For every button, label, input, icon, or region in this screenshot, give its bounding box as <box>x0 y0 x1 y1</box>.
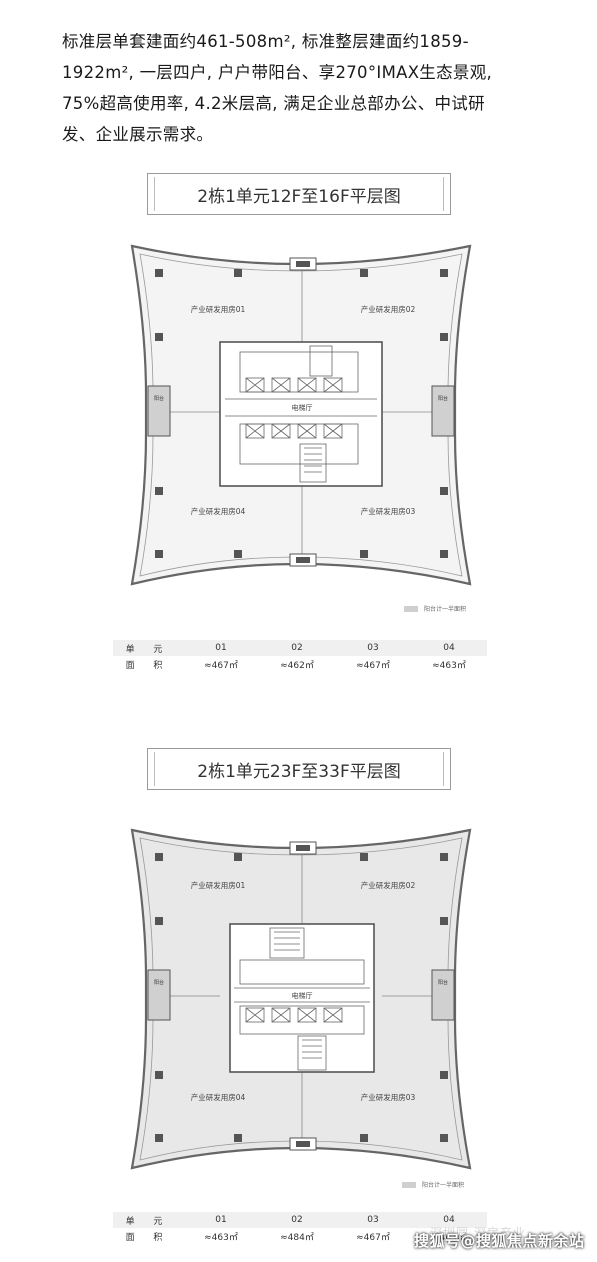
plan2-legend: 阳台计一半面积 <box>402 1180 464 1189</box>
table-area: ≈467㎡ <box>356 660 390 671</box>
intro-line-4: 发、企业展示需求。 <box>62 125 214 144</box>
plan1-legend-text: 阳台计一半面积 <box>424 606 467 613</box>
table-header-label: 单 元 <box>125 1216 171 1227</box>
plan1-legend: 阳台计一半面积 <box>404 604 466 613</box>
intro-line-1: 标准层单套建面约461-508m², 标准整层建面约1859- <box>62 32 469 51</box>
table-unit: 02 <box>291 1215 303 1225</box>
table-row: 面 积 ≈463㎡ ≈484㎡ ≈467㎡ ≈463㎡ <box>113 1228 487 1244</box>
table-area-label: 面 积 <box>125 1232 171 1243</box>
plan1-room-04: 产业研发用房04 <box>191 506 246 516</box>
table-area: ≈467㎡ <box>204 660 238 671</box>
floor-plan-1: 产业研发用房01 产业研发用房02 产业研发用房03 产业研发用房04 电梯厅 … <box>130 244 472 586</box>
plan-title-1-text: 2栋1单元12F至16F平层图 <box>197 186 401 207</box>
faded-watermark: 深圳圆 深房产业 <box>430 1226 526 1240</box>
plan2-room-04: 产业研发用房04 <box>191 1092 246 1102</box>
plan1-balcony-right: 阳台 <box>438 395 448 402</box>
table-unit: 04 <box>443 1215 455 1225</box>
legend-swatch <box>404 605 418 612</box>
intro-line-2: 1922m², 一层四户, 户户带阳台、享270°IMAX生态景观, <box>62 63 493 82</box>
table-row: 面 积 ≈467㎡ ≈462㎡ ≈467㎡ ≈463㎡ <box>113 656 487 672</box>
table-area-label: 面 积 <box>125 660 171 671</box>
plan-title-1: 2栋1单元12F至16F平层图 <box>147 173 451 215</box>
table-unit: 04 <box>443 643 455 653</box>
plan1-room-01: 产业研发用房01 <box>191 304 246 314</box>
plan-title-2: 2栋1单元23F至33F平层图 <box>147 748 451 790</box>
plan2-area-table: 单 元 01 02 03 04 面 积 ≈463㎡ ≈484㎡ ≈467㎡ ≈4… <box>113 1212 487 1244</box>
table-unit: 01 <box>215 643 227 653</box>
table-unit: 01 <box>215 1215 227 1225</box>
table-unit: 03 <box>367 1215 379 1225</box>
table-unit: 02 <box>291 643 303 653</box>
table-area: ≈463㎡ <box>432 660 466 671</box>
plan1-area-table: 单 元 01 02 03 04 面 积 ≈467㎡ ≈462㎡ ≈467㎡ ≈4… <box>113 640 487 672</box>
sohu-watermark: 搜狐号@搜狐焦点新余站 <box>414 1232 585 1250</box>
plan1-room-03: 产业研发用房03 <box>361 506 416 516</box>
plan2-lobby: 电梯厅 <box>292 991 313 1000</box>
plan1-lobby: 电梯厅 <box>292 403 313 412</box>
legend-swatch <box>402 1181 416 1188</box>
plan-title-2-text: 2栋1单元23F至33F平层图 <box>197 761 401 782</box>
table-area: ≈484㎡ <box>280 1232 314 1243</box>
plan2-room-03: 产业研发用房03 <box>361 1092 416 1102</box>
plan2-balcony-right: 阳台 <box>438 979 448 986</box>
table-area: ≈463㎡ <box>432 1232 466 1243</box>
plan2-legend-text: 阳台计一半面积 <box>422 1182 465 1189</box>
table-unit: 03 <box>367 643 379 653</box>
table-row: 单 元 01 02 03 04 <box>113 640 487 656</box>
intro-paragraph: 标准层单套建面约461-508m², 标准整层建面约1859- 1922m², … <box>62 26 562 150</box>
plan1-room-02: 产业研发用房02 <box>361 304 416 314</box>
intro-line-3: 75%超高使用率, 4.2米层高, 满足企业总部办公、中试研 <box>62 94 485 113</box>
plan1-balcony-left: 阳台 <box>154 395 164 402</box>
plan2-balcony-left: 阳台 <box>154 979 164 986</box>
table-area: ≈463㎡ <box>204 1232 238 1243</box>
table-area: ≈462㎡ <box>280 660 314 671</box>
table-area: ≈467㎡ <box>356 1232 390 1243</box>
table-row: 单 元 01 02 03 04 <box>113 1212 487 1228</box>
table-header-label: 单 元 <box>125 644 171 655</box>
plan2-room-02: 产业研发用房02 <box>361 880 416 890</box>
plan2-room-01: 产业研发用房01 <box>191 880 246 890</box>
floor-plan-2: 产业研发用房01 产业研发用房02 产业研发用房03 产业研发用房04 电梯厅 … <box>130 828 472 1170</box>
